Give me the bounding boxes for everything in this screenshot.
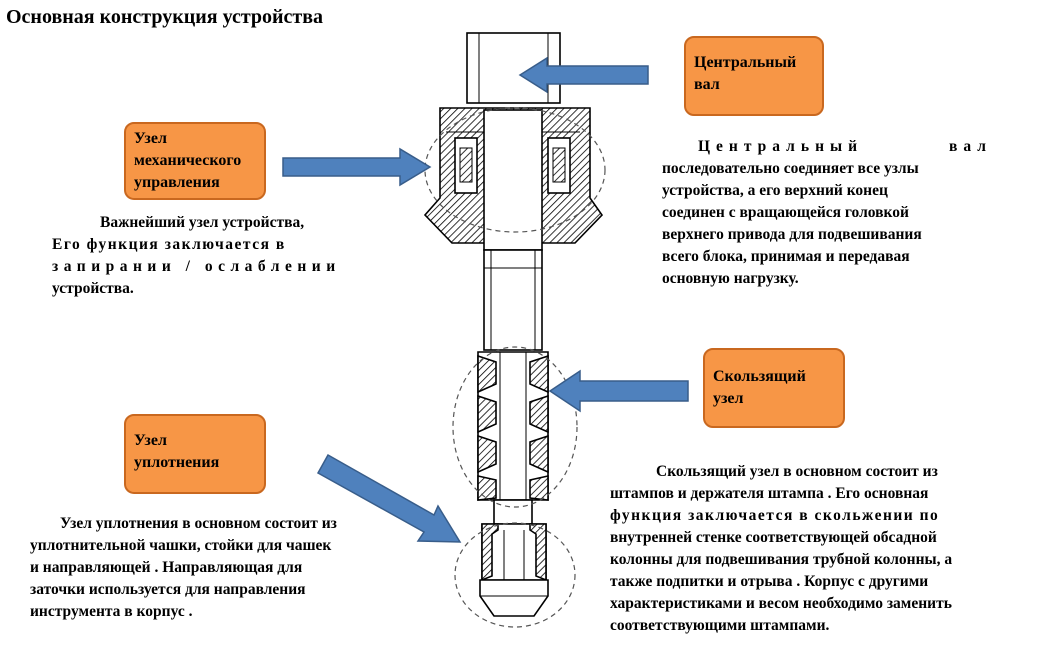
desc-mech-control: Важнейший узел устройства, Его функция з… xyxy=(52,214,341,297)
label-seal: Узел уплотнения xyxy=(124,414,266,494)
arrow-mech-control xyxy=(282,147,432,187)
arrow-seal xyxy=(316,453,462,543)
detail-circles xyxy=(424,107,606,628)
arrow-sliding xyxy=(548,369,689,413)
arrows xyxy=(282,56,689,543)
label-mech-control: Узел механического управления xyxy=(124,122,266,200)
label-sliding: Скользящий узел xyxy=(703,348,845,428)
seal-circle xyxy=(454,522,576,628)
page-title: Основная конструкция устройства xyxy=(6,6,324,28)
device-body xyxy=(423,32,604,617)
desc-seal: Узел уплотнения в основном состоит из уп… xyxy=(30,515,337,620)
label-central-shaft: Центральный вал xyxy=(684,36,824,116)
mech-control-circle xyxy=(424,107,606,233)
sliding-circle xyxy=(452,346,578,508)
arrow-central-shaft xyxy=(518,56,649,94)
desc-sliding: Скользящий узел в основном состоит из шт… xyxy=(610,463,953,634)
desc-central-shaft: Центральный вал последовательно соединяе… xyxy=(662,138,992,287)
